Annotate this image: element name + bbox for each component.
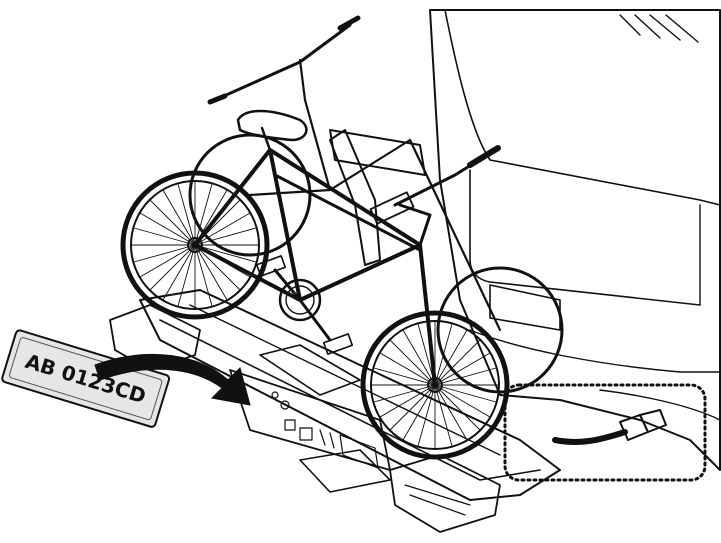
front-bike-frame: [193, 109, 501, 387]
license-plate: AB 0123CD: [1, 329, 171, 428]
power-cable: [552, 409, 667, 445]
front-bike-rear-wheel: [120, 170, 270, 320]
front-bicycle: [120, 109, 510, 460]
rear-bicycle: [188, 15, 564, 394]
cable-callout-frame: [503, 383, 707, 482]
frame-holder-arm: [329, 129, 381, 266]
mounting-arrow: [94, 353, 251, 406]
vehicle-rear: [429, 9, 721, 471]
front-bike-front-wheel: [360, 310, 510, 460]
carrier-platform: [109, 289, 561, 533]
